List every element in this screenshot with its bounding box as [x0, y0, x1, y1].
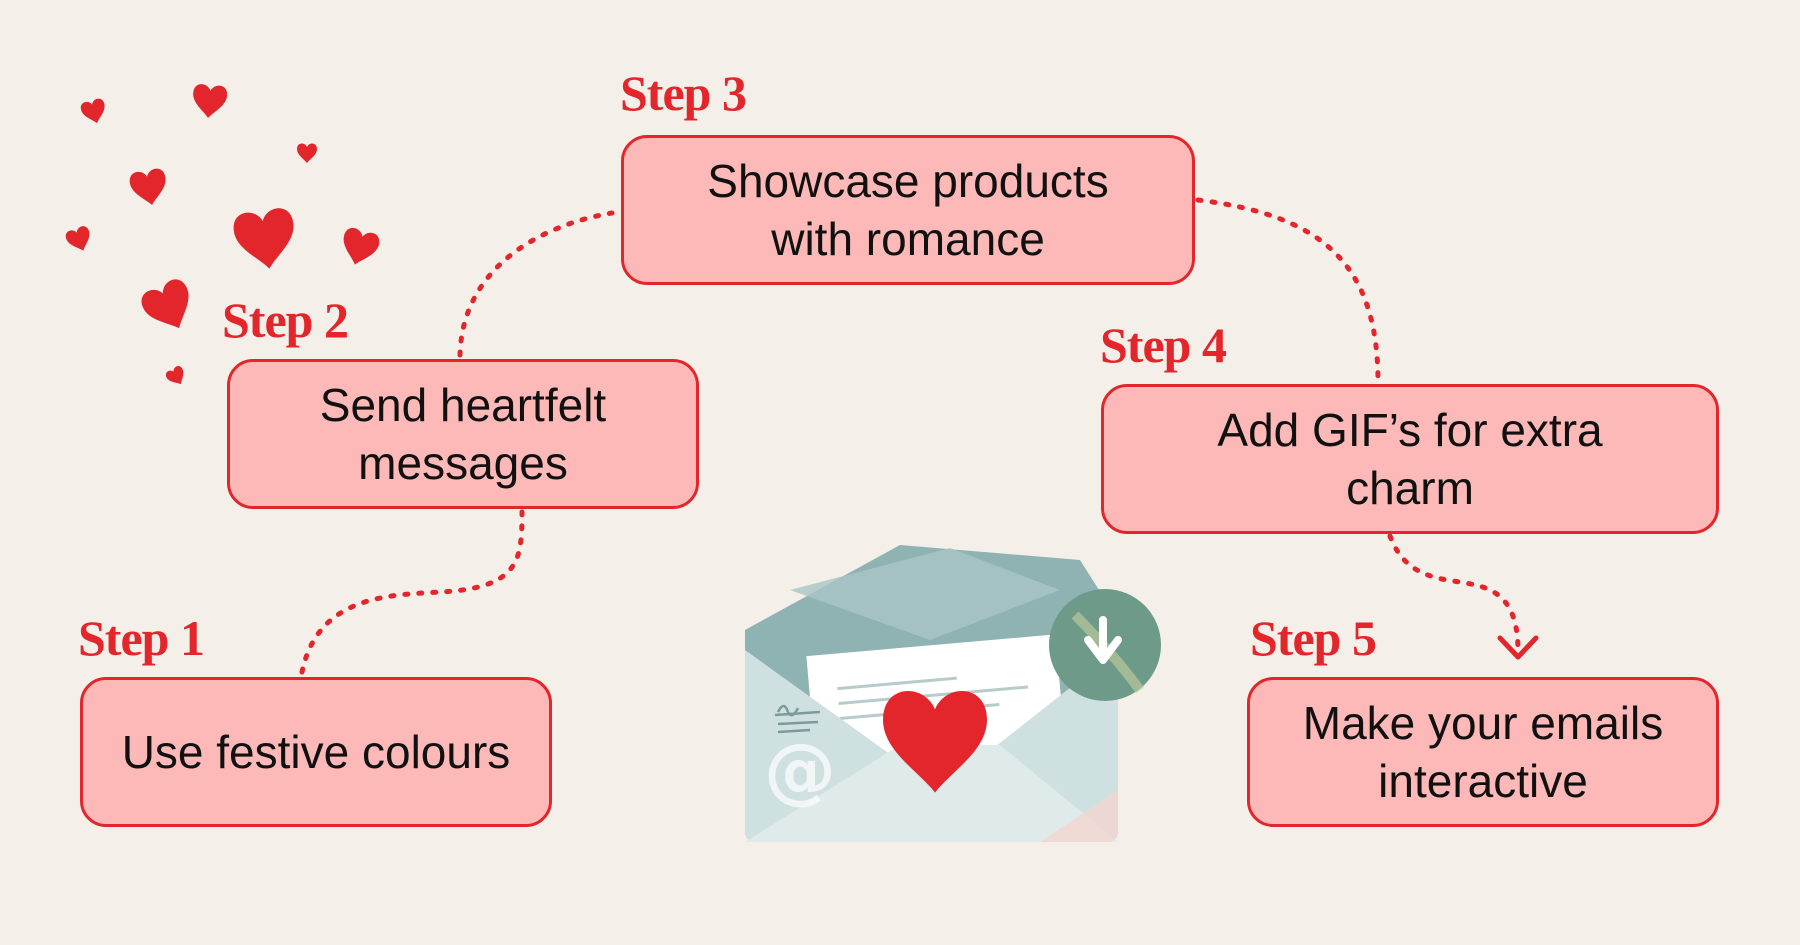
step-3-label: Step 3: [620, 65, 747, 121]
step-2-text: Send heartfelt messages: [319, 379, 607, 489]
step-1-text: Use festive colours: [121, 726, 511, 778]
arrowhead-icon: [1497, 635, 1539, 660]
connector-step1-step2: [299, 509, 525, 675]
heart-icon: [231, 206, 300, 273]
heart-icon: [137, 275, 201, 339]
step-1-label: Step 1: [78, 610, 205, 666]
connector-step3-step4: [1195, 197, 1381, 385]
step-5-text: Make your emails interactive: [1302, 697, 1664, 807]
envelope-icon: @: [745, 545, 1161, 842]
step-4-box: Add GIF’s for extra charm: [1101, 384, 1719, 534]
heart-icon: [128, 167, 170, 209]
connector-step2-step3: [457, 210, 615, 358]
heart-icon: [337, 225, 382, 270]
step-2-label: Step 2: [222, 292, 349, 348]
heart-icon: [79, 97, 109, 127]
heart-icon: [297, 143, 317, 163]
step-4-label: Step 4: [1100, 317, 1227, 373]
step-4-text: Add GIF’s for extra charm: [1217, 404, 1603, 514]
connector-step4-step5: [1387, 533, 1521, 655]
step-2-box: Send heartfelt messages: [227, 359, 699, 509]
step-3-box: Showcase products with romance: [621, 135, 1195, 285]
step-3-text: Showcase products with romance: [707, 155, 1109, 265]
download-arrow-icon: [1049, 589, 1161, 701]
step-1-box: Use festive colours: [80, 677, 552, 827]
heart-icon: [164, 364, 189, 389]
heart-icon: [191, 83, 228, 120]
heart-icon: [64, 224, 95, 255]
step-5-box: Make your emails interactive: [1247, 677, 1719, 827]
at-sign-icon: @: [764, 728, 836, 812]
step-5-label: Step 5: [1250, 610, 1377, 666]
